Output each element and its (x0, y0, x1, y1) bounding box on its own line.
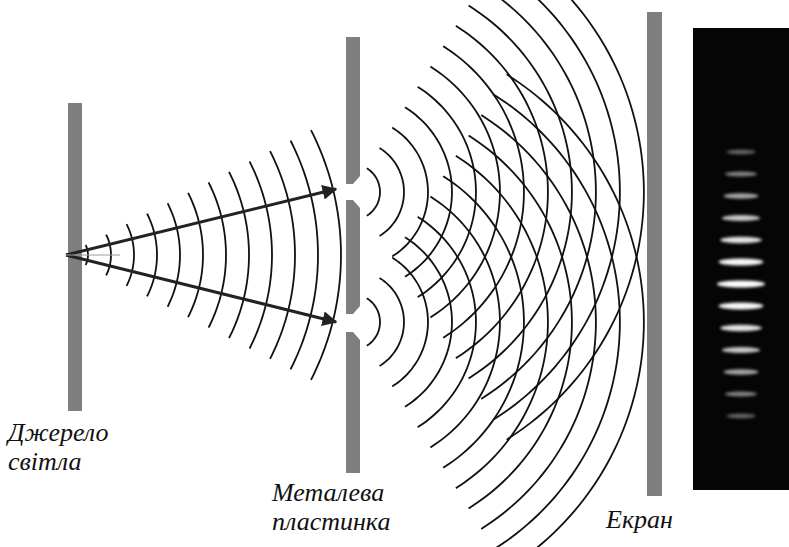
slit-wavefront (443, 176, 524, 468)
bright-fringe (725, 171, 757, 176)
bright-fringe (720, 325, 762, 331)
bright-fringe (722, 215, 760, 221)
slit-wavefront (481, 115, 596, 529)
ray-arrow (66, 255, 336, 322)
slit-wavefront (380, 148, 404, 236)
slit-wavefront (405, 237, 452, 407)
bright-fringe (719, 259, 764, 266)
bright-fringe (727, 150, 756, 155)
plate-bottom (346, 332, 360, 473)
bright-fringe (723, 193, 758, 199)
source-wavefront (127, 224, 134, 286)
slit-wavefront (418, 217, 476, 427)
slit-wavefront (443, 46, 524, 338)
axis-line (66, 255, 120, 256)
bright-fringe (725, 391, 757, 396)
plate-top (346, 37, 360, 184)
slit-wavefront (367, 298, 380, 345)
slit-wavefront (380, 278, 404, 366)
slit-wavefront (456, 156, 548, 488)
slit-wavefront (469, 5, 572, 378)
source-wavefront (209, 182, 226, 327)
bright-fringe (722, 347, 760, 353)
source-wavefront (291, 141, 318, 370)
ray-arrow (66, 189, 336, 255)
slit-wavefront (469, 135, 572, 508)
slit-wavefront (392, 128, 428, 257)
bright-fringe (717, 280, 765, 287)
source-wavefront (188, 193, 203, 317)
caption-label: Екран (606, 505, 726, 534)
source-wavefront (147, 214, 157, 297)
screen-bar (647, 12, 662, 496)
bright-fringe (719, 303, 764, 310)
slit-wavefront (494, 95, 620, 547)
source-wavefront (270, 151, 295, 359)
source-wavefront (311, 130, 341, 380)
slit-wavefront (367, 168, 380, 215)
interference-pattern (693, 28, 789, 490)
source-wavefront (250, 161, 272, 348)
caption-label: Джерело світла (8, 418, 148, 476)
plate-middle (346, 200, 360, 314)
slit-wavefront (392, 258, 428, 387)
bright-fringe (727, 414, 756, 419)
caption-label: Металева пластинка (272, 478, 442, 536)
wavefronts (86, 0, 644, 547)
bright-fringe (720, 237, 762, 243)
bright-fringe (723, 369, 758, 375)
source-wavefront (229, 172, 249, 338)
slit-wavefront (418, 87, 476, 297)
slit-wavefront (507, 74, 644, 547)
slit-wavefront (405, 107, 452, 277)
slit-wavefront (507, 0, 644, 440)
slit-wavefront (430, 196, 500, 447)
fringes (717, 150, 765, 419)
slit-wavefront (456, 26, 548, 358)
source-wavefront (168, 203, 180, 307)
